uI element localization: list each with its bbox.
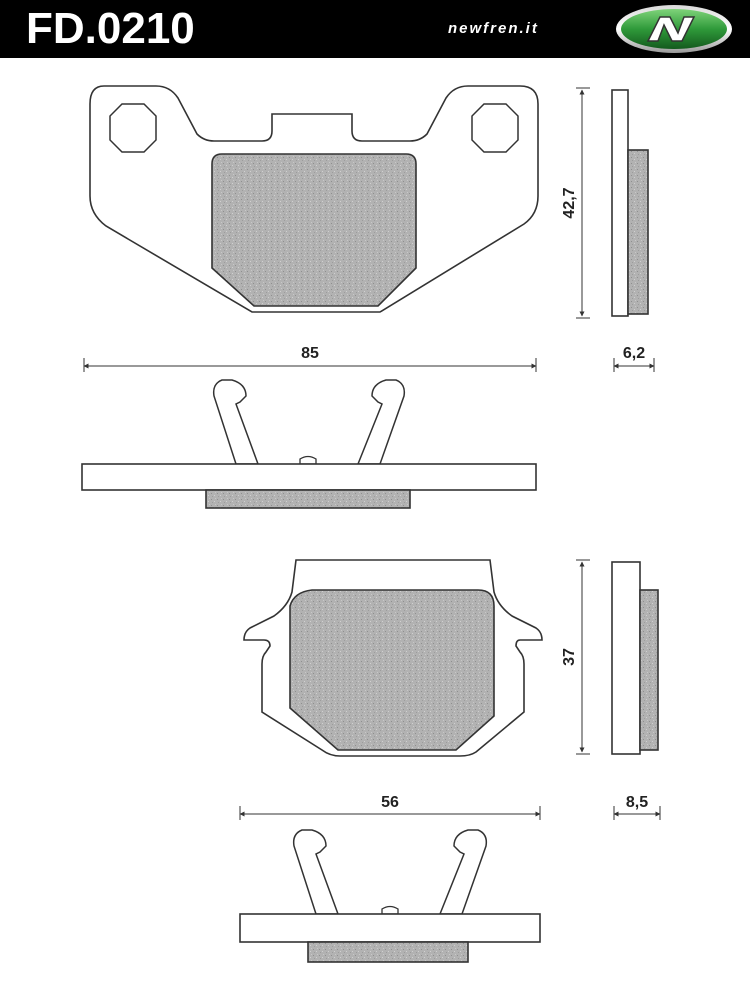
header-bar: FD.0210 newfren.it — [0, 0, 750, 58]
pad-1-top-friction — [205, 489, 411, 509]
pad-1-friction-material — [211, 153, 417, 307]
pad-1-top-plate — [81, 463, 537, 491]
technical-drawing: 42,7 85 6,2 37 — [81, 85, 661, 963]
pad-2-spring-right — [438, 829, 488, 915]
pad-2-length-dimension: 56 — [239, 794, 541, 820]
pad-2-thickness-dimension: 8,5 — [613, 794, 661, 820]
pad-2-thickness-label: 8,5 — [626, 794, 648, 811]
pad-2-rivet — [381, 905, 399, 915]
newfren-logo-icon — [616, 5, 732, 53]
pad-2-top-friction — [307, 941, 469, 963]
pad-1-front-view — [89, 85, 539, 313]
pad-1-top-view — [81, 379, 537, 509]
pad-1-height-dimension: 42,7 — [561, 87, 590, 319]
pad-2-height-label: 37 — [561, 648, 578, 666]
pad-1-rivet — [299, 455, 317, 465]
pad-2-front-view — [243, 559, 543, 757]
pad-1-hole-left — [109, 103, 157, 153]
pad-1-hole-right — [471, 103, 519, 153]
pad-2-side-view — [611, 561, 659, 755]
pad-1-side-friction — [627, 149, 649, 315]
pad-2-top-view — [239, 829, 541, 963]
pad-1-length-label: 85 — [301, 345, 319, 362]
pad-1-side-view — [611, 89, 649, 317]
website-link[interactable]: newfren.it — [448, 20, 539, 37]
pad-2-spring-left — [292, 829, 340, 915]
pad-2-top-plate — [239, 913, 541, 943]
pad-2-friction-material — [289, 589, 495, 751]
pad-1-spring-right — [356, 379, 406, 465]
pad-1-side-plate — [611, 89, 629, 317]
pad-2-length-label: 56 — [381, 794, 399, 811]
pad-1-spring-left — [212, 379, 260, 465]
pad-1-thickness-dimension: 6,2 — [613, 345, 655, 372]
pad-2-side-plate — [611, 561, 641, 755]
pad-2-height-dimension: 37 — [561, 559, 590, 755]
product-code: FD.0210 — [26, 4, 195, 53]
pad-1-length-dimension: 85 — [83, 345, 537, 372]
pad-1-thickness-label: 6,2 — [623, 345, 645, 362]
pad-1-height-label: 42,7 — [561, 187, 578, 218]
pad-2-side-friction — [639, 589, 659, 751]
